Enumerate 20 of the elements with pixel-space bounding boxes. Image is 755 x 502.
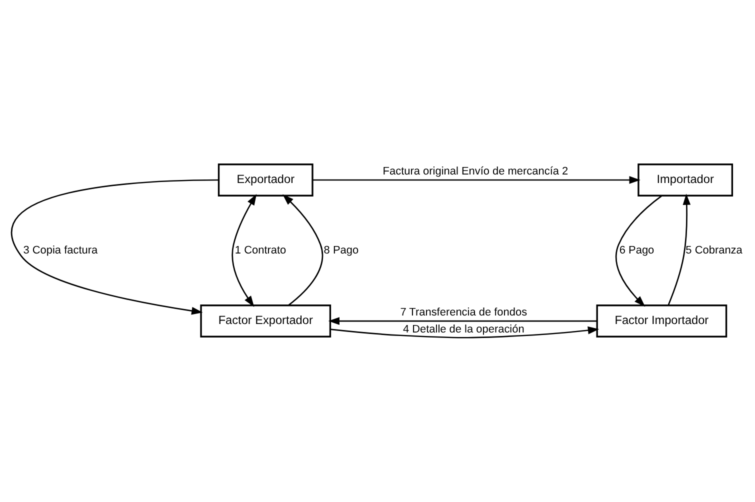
edge-label: 4 Detalle de la operación [402, 323, 524, 336]
edge-label: Factura original Envío de mercancía 2 [382, 165, 568, 178]
edge-label: 3 Copia factura [23, 244, 98, 256]
edge-label: 8 Pago [324, 244, 359, 256]
edge-label: 1 Contrato [234, 244, 286, 256]
arrow [282, 194, 324, 306]
node-box: Exportador [218, 164, 314, 196]
edge-label: 6 Pago [619, 244, 654, 256]
node-box: Factor Exportador [200, 304, 332, 338]
arrow [12, 179, 219, 315]
arrow [330, 326, 600, 338]
arrow [312, 176, 640, 184]
arrow [668, 194, 691, 306]
arrow [328, 317, 597, 325]
edge-label: 5 Cobranza [686, 244, 742, 256]
node-box: Importador [638, 164, 734, 196]
arrow [616, 195, 662, 307]
edge-label: 7 Transferencia de fondos [400, 306, 528, 318]
arrow [232, 194, 257, 308]
node-box: Factor Importador [596, 304, 728, 338]
